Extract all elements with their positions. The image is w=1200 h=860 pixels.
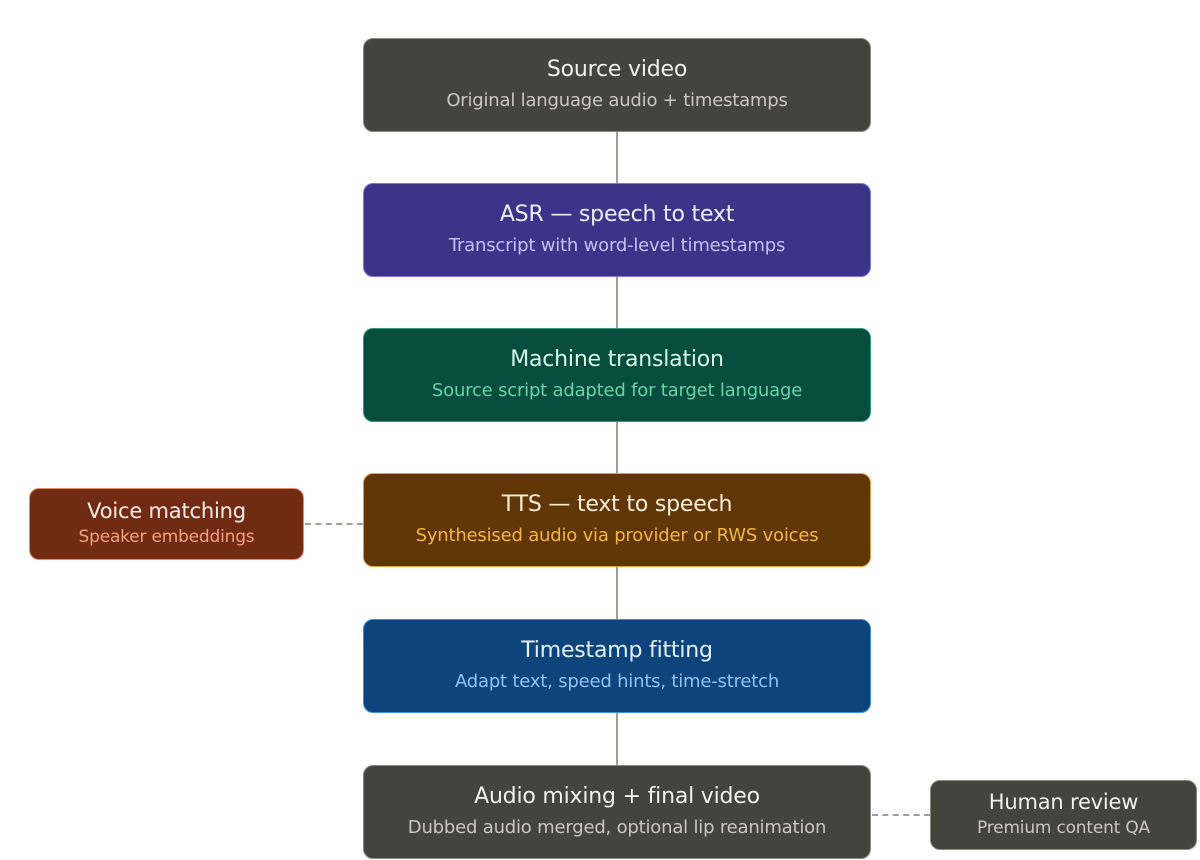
connector-source-to-asr — [616, 131, 618, 183]
node-title: ASR — speech to text — [499, 202, 735, 227]
connector-fitting-to-mixing — [616, 712, 618, 765]
connector-translation-to-tts — [616, 421, 618, 473]
node-subtitle: Dubbed audio merged, optional lip reanim… — [407, 817, 827, 838]
dashed-connector-voice-matching — [305, 523, 363, 525]
node-human-review: Human review Premium content QA — [930, 780, 1197, 850]
node-title: Machine translation — [510, 347, 724, 372]
node-asr: ASR — speech to text Transcript with wor… — [363, 183, 871, 277]
node-subtitle: Synthesised audio via provider or RWS vo… — [415, 525, 819, 546]
node-title: Timestamp fitting — [521, 638, 713, 663]
node-title: Human review — [988, 790, 1139, 814]
node-timestamp-fitting: Timestamp fitting Adapt text, speed hint… — [363, 619, 871, 713]
node-subtitle: Adapt text, speed hints, time-stretch — [454, 671, 780, 692]
node-voice-matching: Voice matching Speaker embeddings — [29, 488, 304, 560]
node-subtitle: Transcript with word-level timestamps — [448, 235, 786, 256]
node-subtitle: Premium content QA — [977, 818, 1150, 838]
node-subtitle: Source script adapted for target languag… — [431, 380, 803, 401]
node-tts: TTS — text to speech Synthesised audio v… — [363, 473, 871, 567]
dashed-connector-human-review — [872, 814, 930, 816]
node-subtitle: Original language audio + timestamps — [446, 90, 788, 111]
connector-tts-to-fitting — [616, 567, 618, 619]
node-title: Voice matching — [87, 499, 246, 523]
node-title: Source video — [546, 57, 688, 82]
node-subtitle: Speaker embeddings — [78, 527, 255, 547]
node-title: TTS — text to speech — [501, 492, 733, 517]
node-audio-mixing: Audio mixing + final video Dubbed audio … — [363, 765, 871, 859]
node-title: Audio mixing + final video — [474, 784, 760, 809]
node-machine-translation: Machine translation Source script adapte… — [363, 328, 871, 422]
connector-asr-to-translation — [616, 276, 618, 328]
node-source-video: Source video Original language audio + t… — [363, 38, 871, 132]
